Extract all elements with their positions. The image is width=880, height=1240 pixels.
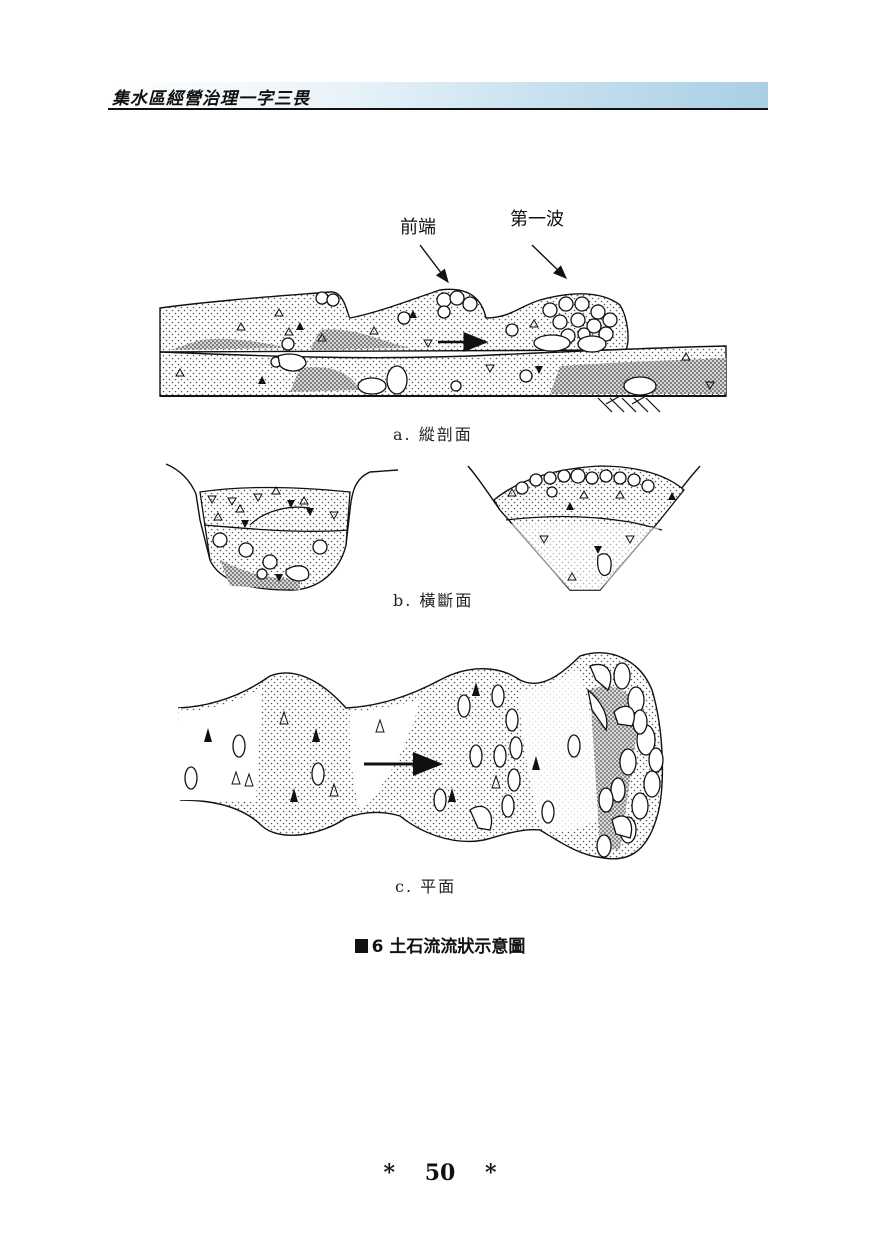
cross-section-left (165, 463, 399, 591)
figure-title: 6 土石流流狀示意圖 (0, 932, 880, 957)
plan-view (176, 652, 664, 860)
caption-c: c. 平面 (395, 877, 456, 896)
header-rule (108, 108, 768, 110)
label-front: 前端 (400, 217, 436, 238)
figure-label-box (354, 939, 368, 953)
page-footer: * 50 * (0, 1160, 880, 1186)
footer-left-mark: * (383, 1160, 396, 1186)
wave-pointer-arrow (531, 244, 568, 279)
longitudinal-section: 前端 第一波 (159, 209, 727, 413)
page-number: 50 (424, 1160, 456, 1186)
footer-right-mark: * (484, 1160, 497, 1186)
header-band (108, 82, 768, 108)
cross-section-right (467, 465, 701, 591)
caption-a: a. 縱剖面 (393, 425, 473, 444)
running-header: 集水區經營治理一字三畏 (112, 89, 310, 109)
caption-b: b. 橫斷面 (393, 591, 473, 610)
front-pointer-arrow (419, 244, 449, 284)
label-first-wave: 第一波 (510, 209, 564, 230)
figure-title-text: 6 土石流流狀示意圖 (371, 937, 526, 957)
